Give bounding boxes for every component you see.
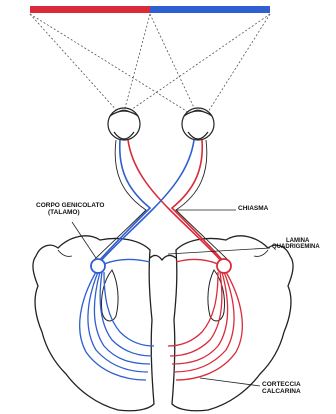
label-corteccia-calcarina: CORTECCIA CALCARINA (262, 382, 301, 396)
optic-tracts (92, 140, 230, 264)
label-lamina-quadrigemina: LAMINA QUADRIGEMINA (272, 238, 320, 251)
optic-radiations-left (80, 272, 154, 380)
left-eye (108, 108, 140, 140)
label-lamina-line2: QUADRIGEMINA (272, 244, 320, 250)
lamina-quadrigemina-shape (104, 255, 218, 264)
visual-field-bar (30, 6, 270, 13)
brain-hemispheres (33, 236, 293, 411)
visual-field-left-half (30, 6, 150, 13)
label-chiasma: CHIASMA (238, 206, 268, 213)
label-corteccia-line2: CALCARINA (262, 389, 301, 396)
visual-field-right-half (150, 6, 270, 13)
label-chiasma-text: CHIASMA (238, 206, 268, 213)
optic-radiations-right (168, 272, 242, 380)
right-geniculate-body (217, 259, 231, 273)
label-corpo-genicolato: CORPO GENICOLATO (TALAMO) (36, 203, 104, 217)
left-geniculate-body (91, 259, 105, 273)
right-eye (182, 108, 214, 140)
visual-field-projection-lines (30, 14, 270, 112)
label-corpo-genicolato-line2: (TALAMO) (36, 210, 104, 217)
